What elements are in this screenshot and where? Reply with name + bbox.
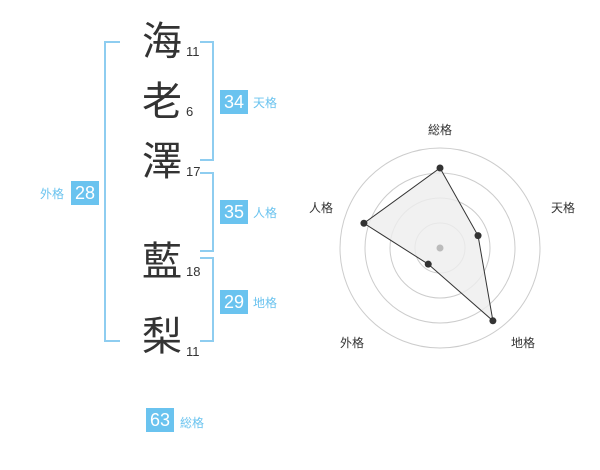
- soukaku-value: 63: [146, 408, 174, 432]
- jinkaku-label: 人格: [253, 206, 278, 220]
- radar-point-jinkaku: [360, 219, 368, 227]
- radar-grid-ring: [339, 147, 541, 349]
- radar-label-jinkaku: 人格: [309, 201, 334, 215]
- name-char-4: 藍: [142, 239, 182, 285]
- tenkaku-label: 天格: [253, 96, 278, 110]
- soukaku-label: 総格: [180, 416, 205, 430]
- chikaku-value: 29: [220, 290, 248, 314]
- name-char-2: 老: [142, 79, 182, 125]
- stroke-count-1: 11: [186, 44, 200, 59]
- radar-point-chikaku: [489, 317, 497, 325]
- radar-label-tenkaku: 天格: [551, 201, 576, 215]
- gaikaku-label: 外格: [40, 187, 65, 201]
- radar-label-chikaku: 地格: [511, 336, 536, 350]
- stroke-count-5: 11: [186, 344, 200, 359]
- tenkaku-bracket: [200, 41, 214, 161]
- gaikaku-bracket: [104, 41, 120, 342]
- radar-polygon: [363, 167, 494, 323]
- radar-label-soukaku: 総格: [428, 123, 453, 137]
- radar-point-gaikaku: [424, 260, 432, 268]
- radar-center-dot: [436, 244, 444, 252]
- chikaku-bracket: [200, 257, 214, 342]
- jinkaku-value: 35: [220, 200, 248, 224]
- tenkaku-value: 34: [220, 90, 248, 114]
- jinkaku-bracket: [200, 172, 214, 252]
- name-char-1: 海: [142, 19, 182, 65]
- name-char-3: 澤: [142, 139, 182, 185]
- radar-label-gaikaku: 外格: [340, 336, 365, 350]
- stroke-count-2: 6: [186, 104, 194, 119]
- radar-point-tenkaku: [474, 232, 482, 240]
- radar-point-soukaku: [436, 164, 444, 172]
- name-char-5: 梨: [142, 314, 182, 360]
- chikaku-label: 地格: [253, 296, 278, 310]
- stroke-count-4: 18: [186, 264, 201, 279]
- stroke-count-3: 17: [186, 164, 201, 179]
- gaikaku-value: 28: [71, 181, 99, 205]
